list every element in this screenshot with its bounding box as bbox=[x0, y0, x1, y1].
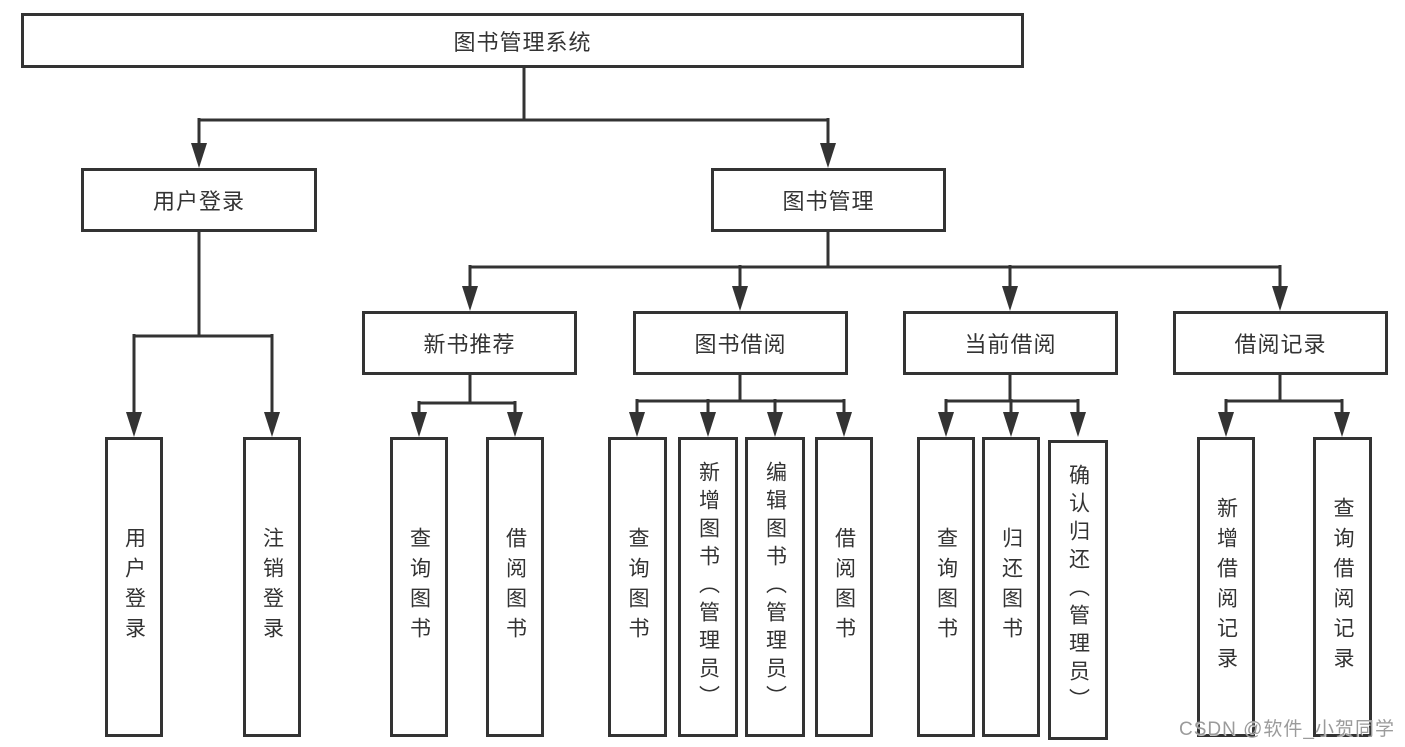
node-label: 查询图书 bbox=[934, 527, 958, 647]
node-label: 图书借阅 bbox=[694, 332, 787, 357]
node-label: 查询借阅记录 bbox=[1331, 497, 1354, 677]
node-label: 查询图书 bbox=[626, 527, 649, 647]
leaf-query-books-current: 查询图书 bbox=[917, 437, 975, 737]
node-label: 图书管理系统 bbox=[453, 29, 592, 55]
leaf-user-login: 用户登录 bbox=[105, 437, 163, 737]
node-label: 借阅图书 bbox=[832, 527, 856, 647]
leaf-borrow-books: 借阅图书 bbox=[815, 437, 873, 737]
node-label: 查询图书 bbox=[407, 527, 431, 647]
node-label: 当前借阅 bbox=[964, 332, 1057, 357]
node-current-borrow: 当前借阅 bbox=[903, 311, 1118, 375]
leaf-edit-books-admin: 编辑图书（管理员） bbox=[745, 437, 805, 737]
leaf-borrow-books-recommend: 借阅图书 bbox=[486, 437, 544, 737]
leaf-logout: 注销登录 bbox=[243, 437, 301, 737]
node-label: 新增借阅记录 bbox=[1214, 497, 1238, 677]
csdn-watermark: CSDN @软件_小贺同学 bbox=[1179, 719, 1395, 740]
leaf-return-books: 归还图书 bbox=[982, 437, 1040, 737]
arrowheads bbox=[126, 143, 1350, 437]
node-label: 用户登录 bbox=[152, 189, 245, 214]
node-user-login: 用户登录 bbox=[81, 168, 317, 232]
node-new-book-recommend: 新书推荐 bbox=[362, 311, 577, 375]
leaf-confirm-return-admin: 确认归还（管理员） bbox=[1048, 440, 1108, 740]
node-label: 归还图书 bbox=[999, 527, 1023, 647]
leaf-query-books-recommend: 查询图书 bbox=[390, 437, 448, 737]
leaf-add-books-admin: 新增图书（管理员） bbox=[678, 437, 738, 737]
node-label: 新书推荐 bbox=[423, 332, 516, 357]
node-label: 借阅记录 bbox=[1234, 332, 1327, 357]
node-label: 用户登录 bbox=[122, 527, 146, 647]
node-label: 确认归还（管理员） bbox=[1066, 464, 1090, 716]
node-label: 新增图书（管理员） bbox=[696, 461, 720, 713]
node-label: 图书管理 bbox=[782, 189, 875, 214]
node-library-management-system: 图书管理系统 bbox=[21, 13, 1024, 68]
leaf-query-books-borrow: 查询图书 bbox=[608, 437, 667, 737]
node-book-borrow: 图书借阅 bbox=[633, 311, 848, 375]
leaf-add-borrow-record: 新增借阅记录 bbox=[1197, 437, 1255, 737]
node-label: 编辑图书（管理员） bbox=[763, 461, 787, 713]
node-book-management: 图书管理 bbox=[711, 168, 946, 232]
leaf-query-borrow-record: 查询借阅记录 bbox=[1313, 437, 1372, 737]
node-label: 借阅图书 bbox=[503, 527, 527, 647]
node-label: 注销登录 bbox=[260, 527, 284, 647]
node-borrow-records: 借阅记录 bbox=[1173, 311, 1388, 375]
